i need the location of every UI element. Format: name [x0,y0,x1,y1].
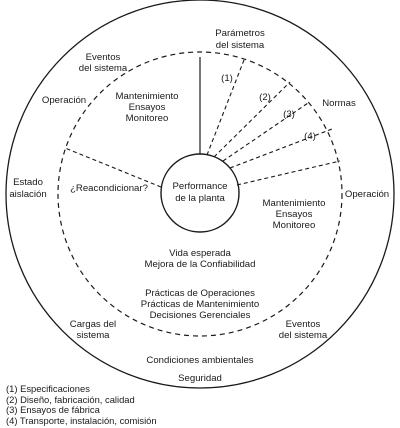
insulation-state-label-2: aislación [9,189,46,200]
sector-line-5 [236,160,341,186]
tests-right-label: Ensayos [276,209,313,220]
operations-practices-label: Prácticas de Operaciones [145,288,255,299]
insulation-state-label: Estado [13,177,43,188]
legend: (1) Especificaciones (2) Diseño, fabrica… [6,383,157,426]
sector-number-3: (3) [283,109,295,120]
maintenance-practices-label: Prácticas de Mantenimiento [141,299,259,310]
legend-item-1: (1) Especificaciones [6,383,90,394]
sector-number-1: (1) [221,73,233,84]
operation-right-label: Operación [345,189,389,200]
maintenance-right-label: Mantenimiento [263,198,326,209]
system-parameters-label: Parámetros [215,28,265,39]
inner-dashed-circle [57,51,343,337]
system-events-top-label: Eventos [86,52,121,63]
maintenance-left-label: Mantenimiento [116,91,179,102]
sector-line-3 [222,102,309,162]
legend-item-3: (3) Ensayos de fábrica [6,404,100,416]
tests-left-label: Ensayos [129,102,166,113]
system-events-bottom-label-2: del sistema [279,330,328,341]
center-label-line2: de la planta [175,193,225,204]
safety-label: Seguridad [178,373,222,384]
system-loads-label-2: sistema [76,330,110,341]
environmental-conditions-label: Condiciones ambientales [146,355,253,366]
operation-left-label: Operación [42,95,86,106]
standards-label: Normas [322,98,356,109]
sector-number-4: (4) [304,131,316,142]
system-events-top-label-2: del sistema [79,63,128,74]
sector-line-4 [229,128,333,169]
reliability-improvement-label: Mejora de la Confiabilidad [145,259,256,270]
sector-number-2: (2) [259,92,271,103]
system-events-bottom-label: Eventos [286,319,321,330]
outer-circle [5,0,395,389]
expected-life-label: Vida esperada [169,248,231,259]
monitoring-right-label: Monitoreo [273,220,316,231]
center-label-line1: Performance [173,181,228,192]
system-loads-label: Cargas del [70,319,116,330]
management-decisions-label: Decisiones Gerenciales [150,310,251,321]
sector-line-1 [206,59,245,156]
legend-item-2: (2) Diseño, fabricación, calidad [6,393,135,405]
monitoring-left-label: Monitoreo [126,113,169,124]
sector-line-left [64,147,162,188]
legend-item-4: (4) Transporte, instalación, comisión [6,414,157,426]
system-parameters-label-2: del sistema [216,40,265,51]
sector-line-2 [213,81,291,158]
recondition-label: ¿Reacondicionar? [70,183,148,194]
